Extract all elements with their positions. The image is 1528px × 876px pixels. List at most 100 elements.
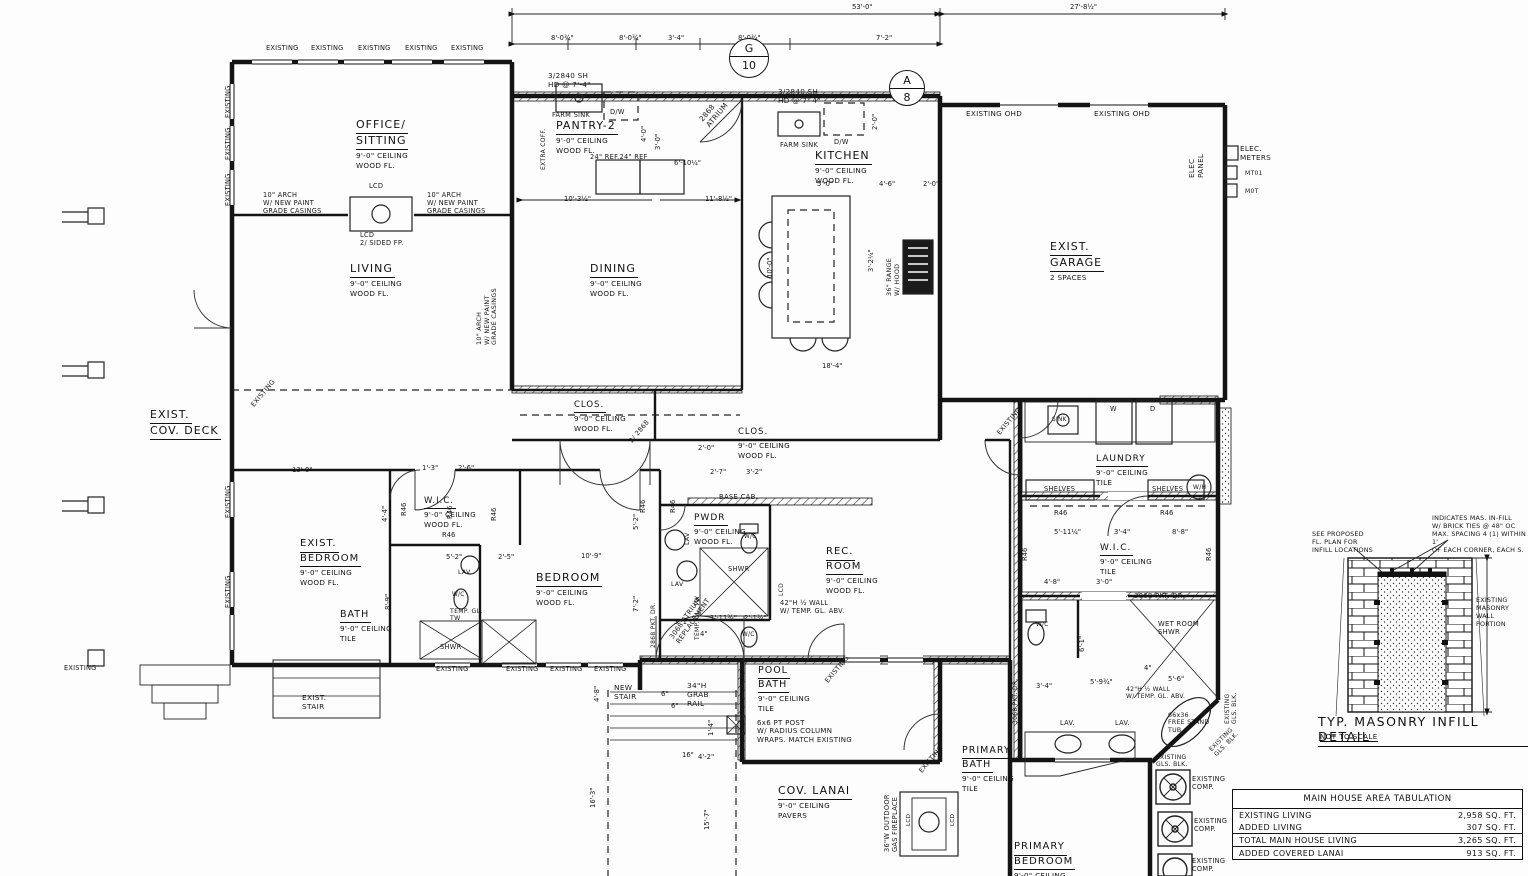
dimension-label: 1'-11¾" <box>710 614 738 622</box>
detail-note-right: EXISTING MASONRY WALL PORTION <box>1476 596 1510 628</box>
annotation-note: SHELVES <box>1044 485 1076 493</box>
annotation-note: EXISTING COMP. <box>1192 857 1226 873</box>
dimension-label: 3'-4" <box>1036 682 1053 690</box>
dimension-label: 5'-0" <box>817 180 834 188</box>
table-row: TOTAL MAIN HOUSE LIVING 3,265 SQ. FT. <box>1233 833 1522 846</box>
detail-scale-note: NOT TO SCALE <box>1320 733 1378 742</box>
window-label: EXISTING <box>594 665 627 673</box>
detail-note-top: INDICATES MAS. IN-FILL W/ BRICK TIES @ 4… <box>1432 514 1526 554</box>
annotation-note: EXTRA COFF. <box>540 128 547 170</box>
annotation-note: W/C <box>1036 622 1049 628</box>
annotation-note: 24" REF.24" REF <box>590 153 648 161</box>
dimension-label: 2'-6" <box>458 464 475 472</box>
annotation-note: 3068 PKT. DR. <box>1134 592 1185 600</box>
dimension-label: 2'-5" <box>498 553 515 561</box>
table-row: EXISTING LIVING 2,958 SQ. FT. <box>1233 809 1522 821</box>
dimension-label: 7'-2" <box>876 34 893 42</box>
annotation-note: 3/2840 SH HD @ 7'-4" <box>778 87 821 105</box>
dimension-label: 1'-4" <box>707 719 715 736</box>
annotation-note: SINK <box>1052 417 1067 423</box>
annotation-note: ELEC PANEL <box>1187 153 1205 178</box>
dimension-label: 3'-4" <box>668 34 685 42</box>
annotation-note: LAV <box>458 569 471 576</box>
annotation-note: EXIST. STAIR <box>302 693 327 711</box>
windows <box>227 57 1148 765</box>
row-value: 3,265 SQ. FT. <box>1457 835 1516 845</box>
dimension-label: 6" <box>671 702 679 710</box>
dimension-label: 5'-6" <box>1168 675 1185 683</box>
annotation-note: 2868 PKT. DR. <box>650 602 657 648</box>
dimension-label: 2'-1¾" <box>744 614 767 622</box>
dimension-label: 6'-1" <box>1078 635 1086 652</box>
window-label: EXISTING <box>451 44 484 52</box>
window-label: EXISTING <box>506 665 539 673</box>
annotation-note: D <box>1150 405 1156 413</box>
annotation-note: EXISTING OHD <box>1094 109 1151 118</box>
window-label: EXISTING <box>224 575 232 608</box>
window-label: EXISTING <box>358 44 391 52</box>
dimension-label: R46 <box>1160 509 1174 517</box>
row-value: 2,958 SQ. FT. <box>1457 810 1516 820</box>
annotation-note: W/H <box>1193 484 1207 491</box>
dimension-label: 16'-3" <box>589 787 597 808</box>
annotation-note: EXISTING <box>917 743 945 775</box>
annotation-note: BASE CAB. <box>719 493 759 501</box>
annotation-note: SHWR <box>440 643 462 651</box>
annotation-note: 2868 ATRIUM <box>697 100 730 129</box>
annotation-note: EXISTING OHD <box>966 109 1023 118</box>
window-label: EXISTING <box>311 44 344 52</box>
annotation-note: LAV <box>671 581 684 588</box>
dimension-label: 3'-0" <box>654 133 662 150</box>
dimension-label: 1'-3" <box>422 464 439 472</box>
row-label: TOTAL MAIN HOUSE LIVING <box>1239 835 1358 845</box>
dimension-label: 5'-11¼" <box>1054 528 1082 536</box>
window-label: EXISTING <box>436 665 469 673</box>
dimension-label: 18'-4" <box>822 362 843 370</box>
door-swings <box>193 99 1149 751</box>
table-row: ADDED LIVING 307 SQ. FT. <box>1233 821 1522 833</box>
detail-note-left: SEE PROPOSED FL. PLAN FOR INFILL LOCATIO… <box>1312 530 1373 554</box>
window-label: EXISTING <box>550 665 583 673</box>
annotation-note: LCD <box>369 182 384 190</box>
annotation-note: M0T <box>1245 188 1259 195</box>
dimension-label: 4" <box>700 630 708 638</box>
window-label: EXISTING <box>224 127 232 160</box>
dimension-label: 4'-0" <box>640 125 648 142</box>
table-title: MAIN HOUSE AREA TABULATION <box>1233 790 1522 809</box>
row-value: 307 SQ. FT. <box>1466 822 1516 832</box>
window-label: EXISTING <box>266 44 299 52</box>
dimension-label: 13'-0" <box>292 466 313 474</box>
window-label: EXISTING <box>64 664 97 672</box>
annotation-note: SHWR <box>728 565 750 573</box>
annotation-note: LAV <box>684 532 691 545</box>
annotation-note: SHELVES <box>1152 485 1184 493</box>
dimension-label: 6'-10¼" <box>674 159 702 167</box>
row-label: EXISTING LIVING <box>1239 810 1312 820</box>
fixtures <box>62 83 1239 876</box>
annotation-note: 10" ARCH W/ NEW PAINT GRADE CASINGS <box>475 288 499 345</box>
annotation-note: ELEC. METERS <box>1240 144 1272 162</box>
annotation-note: LCD <box>906 813 912 826</box>
row-label: ADDED COVERED LANAI <box>1239 848 1344 858</box>
reference-bubble-g10: G 10 <box>729 38 769 78</box>
dimension-label: 8'-0¾" <box>551 34 574 42</box>
dimension-label: 8'-8" <box>1172 528 1189 536</box>
annotation-note: LAV. <box>1060 719 1075 727</box>
dimension-label: R46 <box>1054 509 1068 517</box>
dimension-label: 4'-2" <box>698 753 715 761</box>
dimension-label: 3'-0" <box>1096 578 1113 586</box>
dimension-label: R46 <box>1205 547 1213 561</box>
room-label: EXIST.COV. DECK <box>150 408 221 440</box>
annotation-note: LCD <box>778 582 785 596</box>
dimension-label: 16" <box>682 751 694 759</box>
